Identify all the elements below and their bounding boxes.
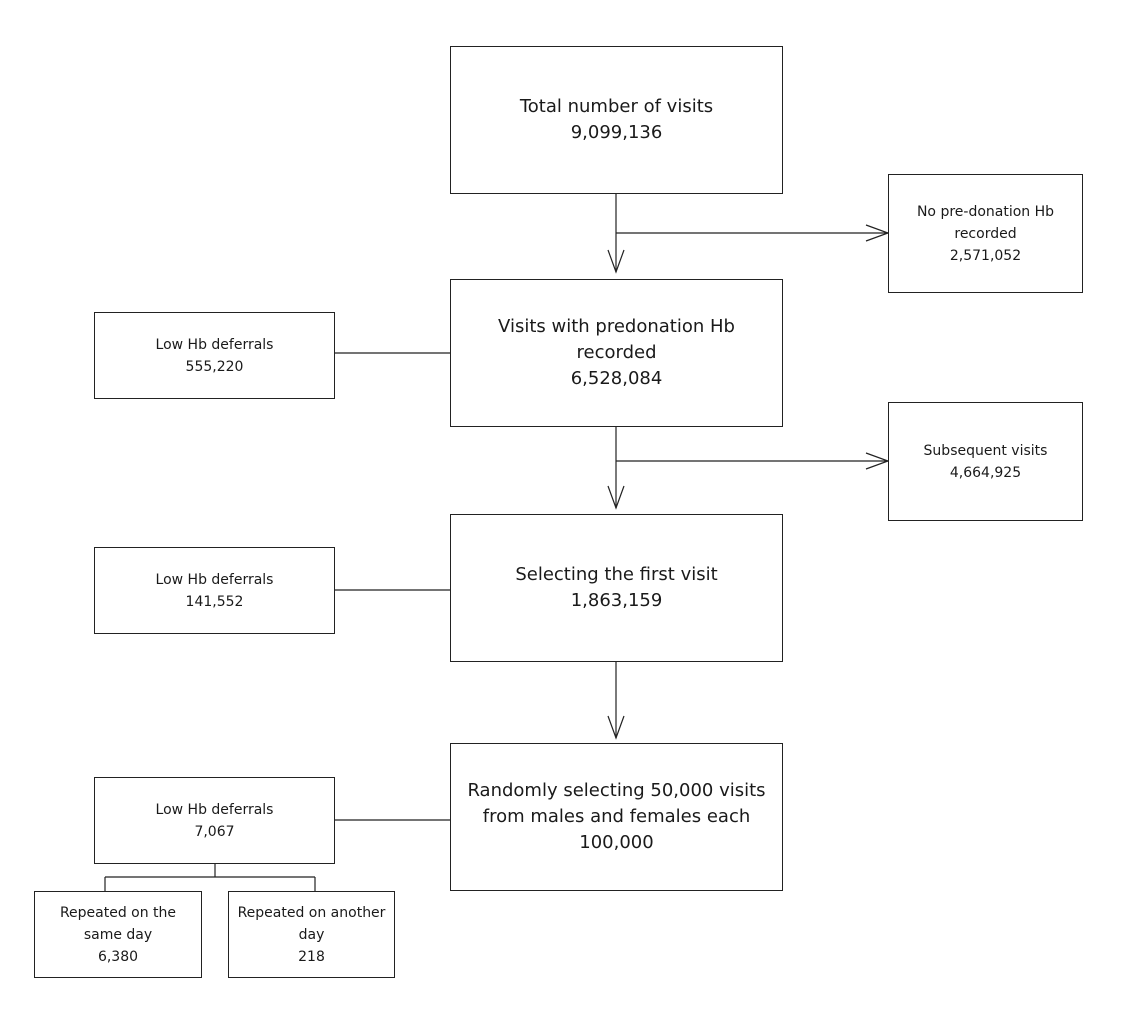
low-hb-2-label: Low Hb deferrals <box>155 571 274 588</box>
first-visit-box: Selecting the first visit 1,863,159 <box>450 514 783 662</box>
low-hb-1-label: Low Hb deferrals <box>155 336 274 353</box>
same-day-label: Repeated on the same day <box>59 904 177 943</box>
no-hb-box: No pre-donation Hb recorded 2,571,052 <box>888 174 1083 293</box>
arrowhead-with-hb <box>607 249 625 274</box>
same-day-value: 6,380 <box>97 948 139 965</box>
first-visit-label: Selecting the first visit <box>515 564 718 585</box>
another-day-value: 218 <box>298 948 325 965</box>
low-hb-3-value: 7,067 <box>194 823 235 840</box>
low-hb-3-label: Low Hb deferrals <box>155 801 274 818</box>
total-visits-value: 9,099,136 <box>570 122 663 143</box>
low-hb-1-value: 555,220 <box>185 358 244 375</box>
low-hb-2-value: 141,552 <box>185 593 244 610</box>
total-visits-label: Total number of visits <box>519 96 714 117</box>
low-hb-deferrals-box-3: Low Hb deferrals 7,067 <box>94 777 335 864</box>
with-hb-label: Visits with predonation Hb recorded <box>498 316 735 363</box>
subsequent-value: 4,664,925 <box>949 464 1022 481</box>
random-selection-box: Randomly selecting 50,000 visits from ma… <box>450 743 783 891</box>
low-hb-deferrals-box-2: Low Hb deferrals 141,552 <box>94 547 335 634</box>
low-hb-deferrals-box-1: Low Hb deferrals 555,220 <box>94 312 335 399</box>
subsequent-label: Subsequent visits <box>923 442 1048 459</box>
total-visits-box: Total number of visits 9,099,136 <box>450 46 783 194</box>
another-day-box: Repeated on another day 218 <box>228 891 395 978</box>
no-hb-value: 2,571,052 <box>949 247 1022 264</box>
arrowhead-first-visit <box>607 485 625 510</box>
with-hb-box: Visits with predonation Hb recorded 6,52… <box>450 279 783 427</box>
arrowhead-random <box>607 715 625 740</box>
random-value: 100,000 <box>579 832 654 853</box>
same-day-box: Repeated on the same day 6,380 <box>34 891 202 978</box>
first-visit-value: 1,863,159 <box>570 590 663 611</box>
random-label: Randomly selecting 50,000 visits from ma… <box>467 780 766 827</box>
no-hb-label: No pre-donation Hb recorded <box>916 203 1055 242</box>
with-hb-value: 6,528,084 <box>570 368 663 389</box>
another-day-label: Repeated on another day <box>237 904 386 943</box>
subsequent-visits-box: Subsequent visits 4,664,925 <box>888 402 1083 521</box>
